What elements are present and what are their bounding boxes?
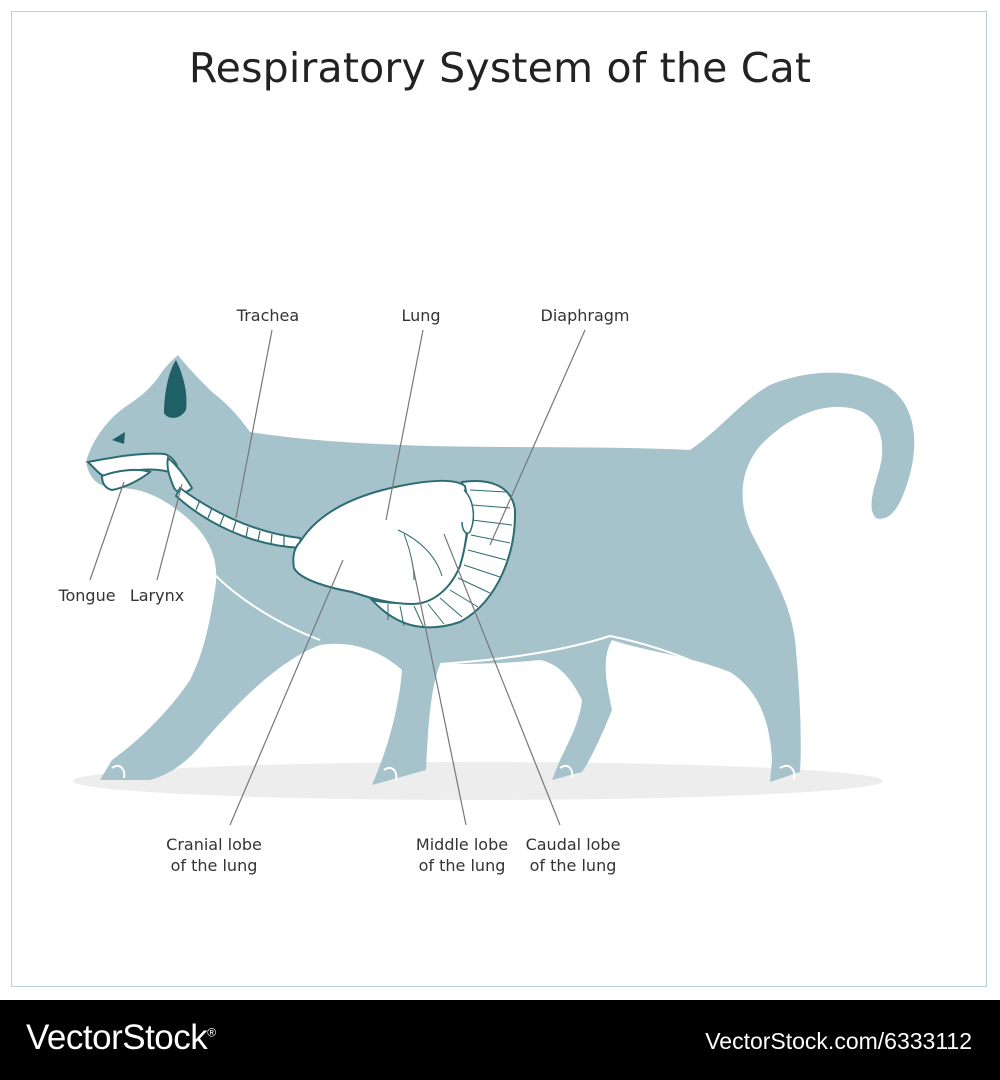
leader-lung — [385, 329, 424, 521]
cat-diagram: Trachea Lung Diaphragm Tongue Larynx Cra… — [57, 306, 915, 875]
stock-image-id: VectorStock.com/6333112 — [705, 1028, 972, 1054]
label-tongue: Tongue — [57, 586, 115, 605]
leader-tongue — [89, 481, 125, 581]
label-middle-line1: Middle lobe — [416, 835, 508, 854]
label-diaphragm: Diaphragm — [541, 306, 630, 325]
lung-lobe-fissure-2 — [403, 533, 415, 581]
registered-mark: ® — [207, 1025, 216, 1040]
eye — [112, 432, 125, 444]
brand-text: VectorStock — [26, 1018, 208, 1057]
label-larynx: Larynx — [130, 586, 184, 605]
lung-lobe-fissure — [397, 529, 443, 577]
diagram-title: Respiratory System of the Cat — [188, 44, 812, 92]
label-middle-line2: of the lung — [419, 856, 506, 875]
label-caudal-line1: Caudal lobe — [526, 835, 621, 854]
leader-diaphragm — [489, 329, 586, 546]
leader-middle — [411, 561, 467, 826]
label-cranial-line2: of the lung — [171, 856, 258, 875]
label-trachea: Trachea — [236, 306, 299, 325]
ground-shadow — [73, 762, 883, 800]
body-contour-lines — [111, 574, 796, 781]
diaphragm-ribs — [387, 489, 513, 629]
label-caudal-line2: of the lung — [530, 856, 617, 875]
leader-lines — [89, 329, 586, 826]
leader-caudal — [443, 533, 561, 826]
label-lung: Lung — [401, 306, 440, 325]
trachea-rings — [195, 499, 285, 546]
leader-trachea — [235, 329, 273, 519]
ear-inner — [164, 360, 187, 418]
caudal-lobe-edge — [461, 489, 475, 534]
tongue-shape — [100, 468, 153, 492]
watermark-footer: VectorStock® VectorStock.com/6333112 — [0, 1000, 1000, 1080]
leader-larynx — [156, 483, 183, 581]
vectorstock-logo: VectorStock® — [26, 1018, 216, 1058]
label-cranial-line1: Cranial lobe — [166, 835, 262, 854]
ear-outline — [179, 353, 215, 393]
leader-cranial — [229, 559, 344, 826]
